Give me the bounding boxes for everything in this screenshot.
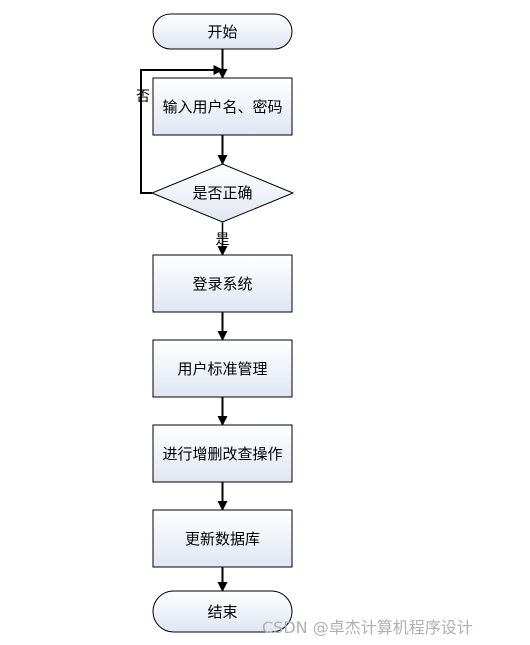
crud-node: 进行增删改查操作 bbox=[152, 424, 293, 483]
manage-label: 用户标准管理 bbox=[177, 360, 267, 378]
watermark: CSDN @卓杰计算机程序设计 bbox=[262, 618, 473, 637]
start-label: 开始 bbox=[207, 23, 237, 41]
update-label: 更新数据库 bbox=[185, 530, 260, 548]
edge-label-yes: 是 bbox=[216, 232, 230, 248]
manage-node: 用户标准管理 bbox=[152, 339, 293, 398]
check-label: 是否正确 bbox=[192, 184, 252, 202]
input-label: 输入用户名、密码 bbox=[162, 98, 282, 116]
update-node: 更新数据库 bbox=[152, 509, 293, 568]
edge-check-no-loop bbox=[140, 65, 224, 194]
input-node: 输入用户名、密码 bbox=[152, 77, 293, 136]
login-label: 登录系统 bbox=[192, 275, 252, 293]
crud-label: 进行增删改查操作 bbox=[162, 445, 282, 463]
end-label: 结束 bbox=[207, 603, 237, 621]
login-node: 登录系统 bbox=[152, 254, 293, 313]
end-node: 结束 bbox=[152, 590, 293, 633]
check-node: 是否正确 bbox=[150, 163, 295, 223]
start-node: 开始 bbox=[152, 13, 293, 50]
edge-label-no: 否 bbox=[136, 89, 150, 105]
